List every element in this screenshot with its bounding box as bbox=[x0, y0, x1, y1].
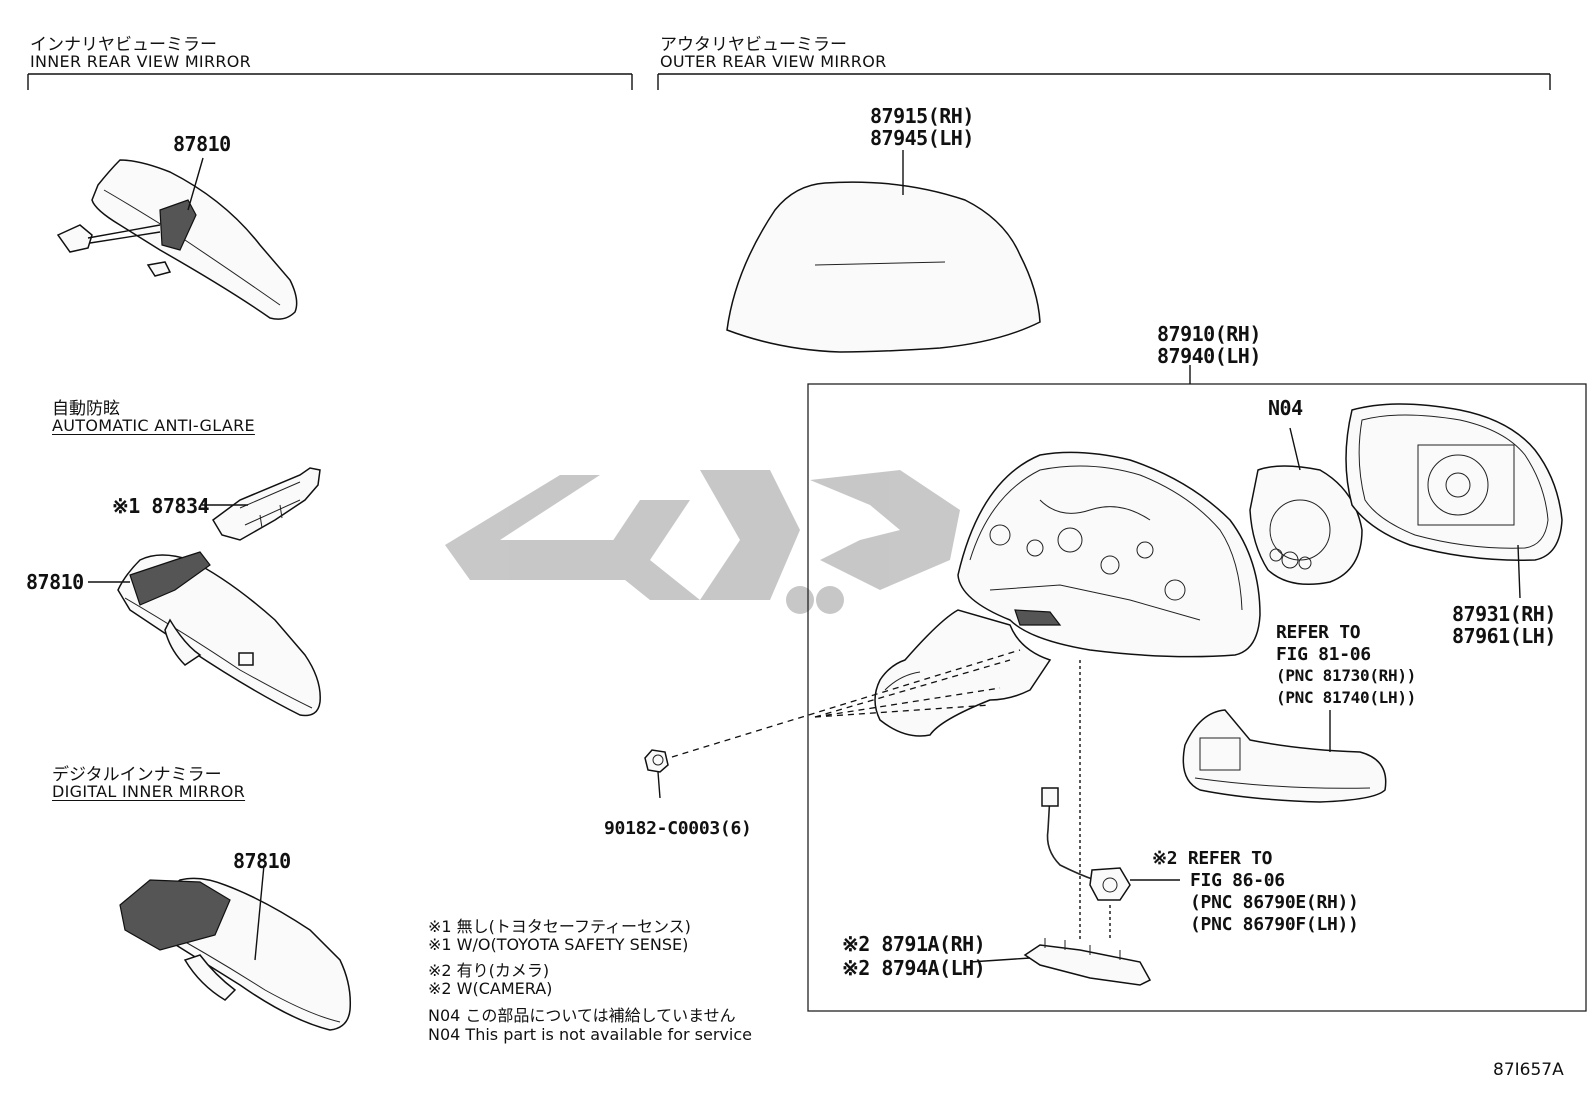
mirror-actuator-n04 bbox=[1249, 427, 1363, 585]
refer-lamp-line2: FIG 81-06 bbox=[1276, 644, 1371, 665]
part-label-87915: 87915(RH) bbox=[870, 104, 974, 128]
outer-mirror-assembly-frame bbox=[807, 365, 1587, 1012]
refer-camera-line4: (PNC 86790F(LH)) bbox=[1190, 914, 1359, 935]
mirror-base-plate bbox=[969, 938, 1152, 986]
figure-code: 87I657A bbox=[1493, 1060, 1564, 1080]
part-label-8794a: ※2 8794A(LH) bbox=[842, 956, 986, 980]
sensor-cover-87834 bbox=[202, 467, 321, 541]
inner-section-title-en: INNER REAR VIEW MIRROR bbox=[30, 52, 252, 71]
refer-camera-line3: (PNC 86790E(RH)) bbox=[1190, 892, 1359, 913]
digital-mirror-title-en: DIGITAL INNER MIRROR bbox=[52, 782, 246, 801]
part-label-87810-digital: 87810 bbox=[233, 849, 291, 873]
watermark-logo bbox=[445, 470, 960, 614]
inner-section-title-jp: インナリヤビューミラー bbox=[30, 35, 217, 55]
note-n04-jp: N04 この部品については補給していません bbox=[428, 1006, 736, 1025]
part-label-87945: 87945(LH) bbox=[870, 126, 974, 150]
part-label-87810-top: 87810 bbox=[173, 132, 231, 156]
note-1-jp: ※1 無し(トヨタセーフティーセンス) bbox=[428, 917, 691, 936]
outer-section-bracket bbox=[657, 73, 1551, 90]
part-label-87810-auto: 87810 bbox=[26, 570, 84, 594]
part-label-87931: 87931(RH) bbox=[1452, 602, 1556, 626]
outer-mirror-body bbox=[874, 451, 1261, 940]
part-label-87910: 87910(RH) bbox=[1157, 322, 1261, 346]
side-camera bbox=[1041, 787, 1180, 940]
refer-lamp-line3: (PNC 81730(RH)) bbox=[1276, 666, 1416, 685]
turn-signal-lamp bbox=[1182, 709, 1387, 803]
part-label-8791a: ※2 8791A(RH) bbox=[842, 932, 986, 956]
dashed-leaders bbox=[671, 649, 1021, 758]
auto-antiglare-title-jp: 自動防眩 bbox=[52, 399, 120, 419]
inner-section-bracket bbox=[27, 73, 633, 90]
screw-90182 bbox=[644, 749, 669, 799]
auto-antiglare-title-en: AUTOMATIC ANTI-GLARE bbox=[52, 416, 255, 435]
inner-mirror-87810-top bbox=[56, 157, 298, 320]
inner-mirror-87810-digital bbox=[119, 864, 352, 1031]
note-n04-en: N04 This part is not available for servi… bbox=[428, 1025, 752, 1044]
part-label-n04: N04 bbox=[1268, 396, 1303, 420]
outer-section-title-en: OUTER REAR VIEW MIRROR bbox=[660, 52, 887, 71]
part-label-87961: 87961(LH) bbox=[1452, 624, 1556, 648]
refer-camera-line1: ※2 REFER TO bbox=[1152, 848, 1273, 869]
inner-mirror-87810-auto bbox=[88, 551, 321, 717]
refer-camera-line2: FIG 86-06 bbox=[1190, 870, 1285, 891]
digital-mirror-title-jp: デジタルインナミラー bbox=[52, 765, 222, 785]
refer-lamp-line4: (PNC 81740(LH)) bbox=[1276, 688, 1416, 707]
part-label-90182: 90182-C0003(6) bbox=[604, 818, 752, 839]
outer-section-title-jp: アウタリヤビューミラー bbox=[660, 35, 847, 55]
refer-lamp-line1: REFER TO bbox=[1276, 622, 1361, 643]
part-label-87834: ※1 87834 bbox=[112, 494, 210, 518]
mirror-cover bbox=[726, 150, 1041, 353]
note-2-jp: ※2 有り(カメラ) bbox=[428, 961, 550, 980]
note-2-en: ※2 W(CAMERA) bbox=[428, 979, 553, 998]
note-1-en: ※1 W/O(TOYOTA SAFETY SENSE) bbox=[428, 935, 689, 954]
mirror-glass bbox=[1345, 403, 1563, 599]
part-label-87940: 87940(LH) bbox=[1157, 344, 1261, 368]
